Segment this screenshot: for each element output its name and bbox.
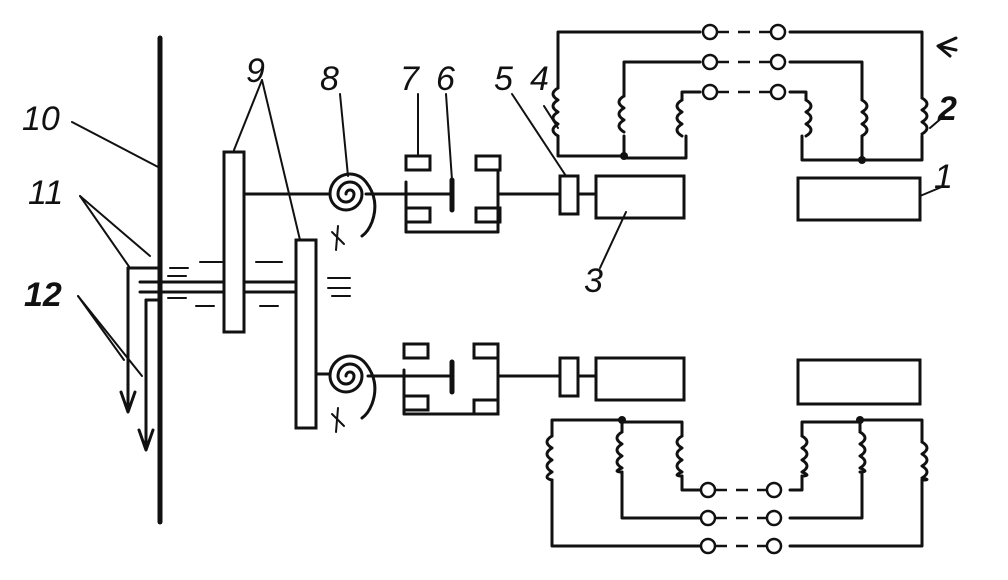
lower-spiral-spring [328,354,377,433]
label-4: 4 [530,60,549,98]
upper-coupling [558,174,580,216]
label-5: 5 [494,60,513,98]
upper-selsyn-stator [796,176,922,222]
upper-winding-network [551,23,929,164]
upper-spiral-spring [328,172,377,251]
label-10: 10 [22,100,60,138]
label-9: 9 [246,52,265,90]
label-12: 12 [24,276,62,314]
label-2: 2 [937,90,957,128]
lower-selsyn-stator [796,358,922,406]
lower-winding-network [545,416,929,555]
leader-lines [71,79,945,377]
label-8: 8 [320,60,339,98]
lower-selsyn-rotor [594,356,686,402]
upper-clutch [404,154,502,234]
lower-clutch [402,342,500,416]
upper-selsyn-rotor [594,174,686,220]
label-11: 11 [28,174,63,212]
label-6: 6 [436,60,455,98]
label-3: 3 [584,262,603,300]
output-shafts [119,266,162,452]
coaxial-shafts [138,261,351,307]
arrow-icon [936,36,958,58]
label-7: 7 [400,60,420,98]
lower-coupling [558,356,580,398]
upper-gear [222,150,246,334]
lower-gear [294,238,318,430]
label-1: 1 [934,158,953,196]
